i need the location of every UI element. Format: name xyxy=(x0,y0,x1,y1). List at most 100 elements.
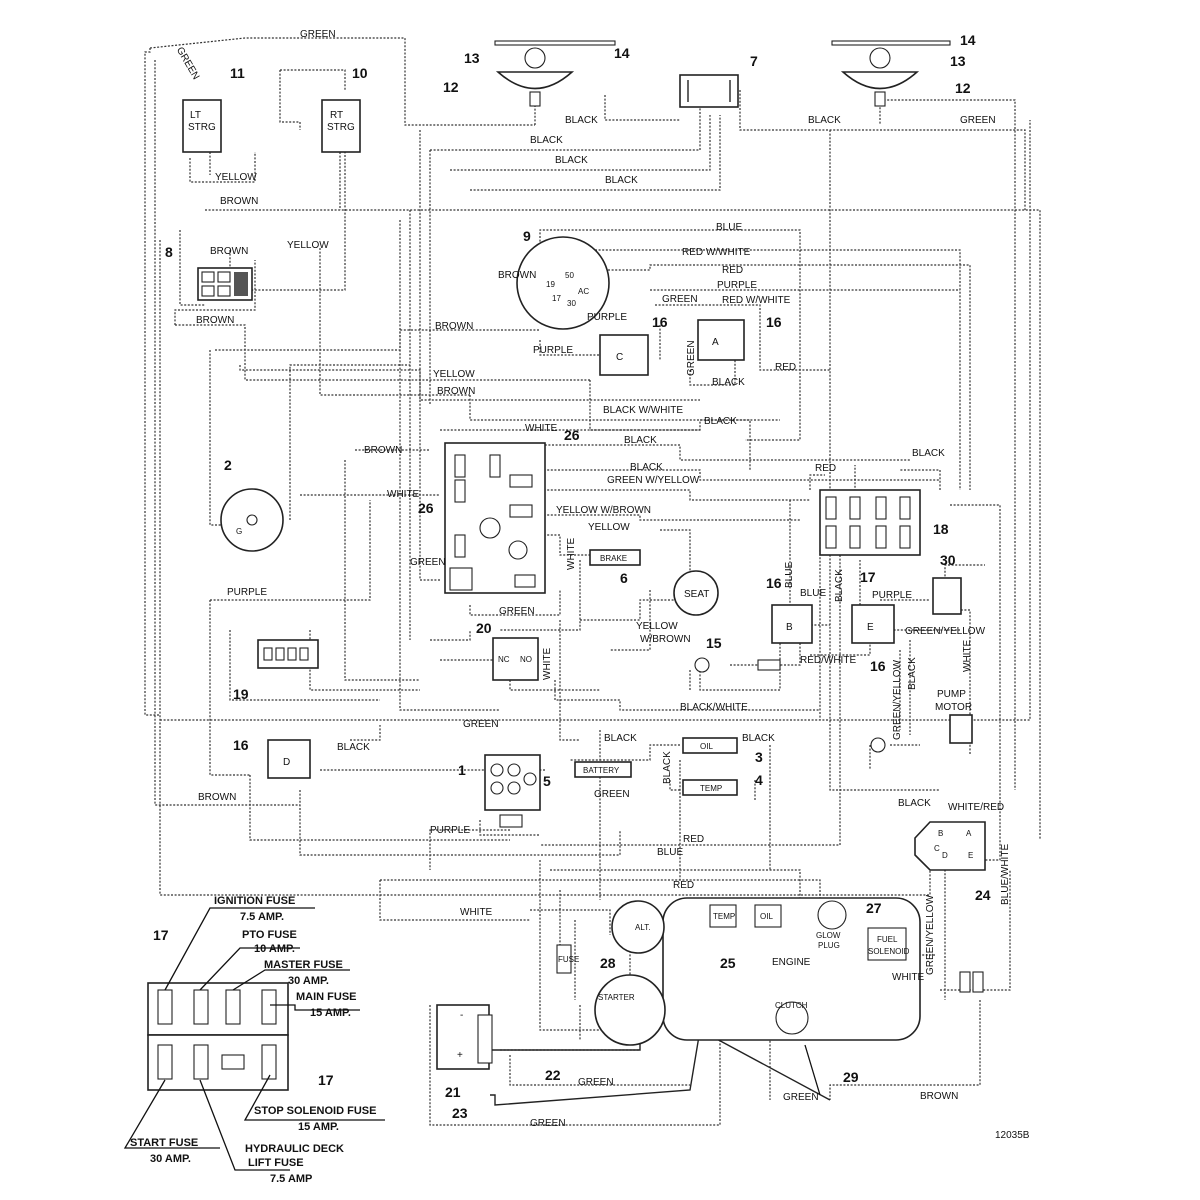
control-module-26 xyxy=(444,442,546,594)
wire-label: RED xyxy=(775,362,796,373)
rt-strg-label-1: RT xyxy=(330,110,343,121)
wire-label: BLACK xyxy=(604,733,637,744)
callout-29: 29 xyxy=(843,1069,859,1085)
main-fuse-label: MAIN FUSE xyxy=(296,991,357,1003)
wire-label: BLUE xyxy=(800,588,826,599)
battery: - + xyxy=(436,1004,493,1070)
wire-label: BLUE/WHITE xyxy=(1000,844,1011,905)
callout-16c: 16 xyxy=(766,575,782,591)
wire-label: BROWN xyxy=(196,315,234,326)
callout-4: 4 xyxy=(755,772,763,788)
relay-e-label: E xyxy=(867,622,874,633)
hydraulic-fuse-label-2: LIFT FUSE xyxy=(248,1157,304,1169)
callout-19: 19 xyxy=(233,686,249,702)
callout-12b: 12 xyxy=(955,80,971,96)
starter-motor: STARTER xyxy=(594,974,666,1046)
wire-label: WHITE xyxy=(387,489,420,500)
wire-label: GREEN xyxy=(530,1118,566,1129)
wire-label: BLACK xyxy=(624,435,657,446)
pump-motor xyxy=(949,714,973,744)
callout-16e: 16 xyxy=(233,737,249,753)
relay-24: B A C E D xyxy=(914,821,986,871)
component-30 xyxy=(932,577,962,615)
glow-label-2: PLUG xyxy=(818,941,840,950)
fuel-label-2: SOLENOID xyxy=(868,947,910,956)
wire-label: RED W/WHITE xyxy=(682,247,751,258)
engine-block: ENGINE TEMP OIL GLOW PLUG FUEL SOLENOID … xyxy=(662,897,921,1041)
relay24-pin-b: B xyxy=(938,829,943,838)
callout-1: 1 xyxy=(458,762,466,778)
temp-label: TEMP xyxy=(700,784,722,793)
wire-label: RED xyxy=(673,880,694,891)
wire-label: WHITE xyxy=(460,907,493,918)
wire-label: GREEN xyxy=(300,29,336,40)
wire-label: BLACK xyxy=(907,657,918,690)
inline-fuse-28: FUSE xyxy=(556,944,579,974)
wire-label: BROWN xyxy=(920,1091,958,1102)
stop-solenoid-fuse-label: STOP SOLENOID FUSE xyxy=(254,1105,376,1117)
wire-label: GREEN/YELLOW xyxy=(905,626,986,637)
wire-label: BROWN xyxy=(364,445,402,456)
pto-fuse-label: PTO FUSE xyxy=(242,929,297,941)
hydraulic-fuse-amp: 7.5 AMP xyxy=(270,1173,312,1185)
wire-label: BLUE xyxy=(784,562,795,588)
battery-plus: + xyxy=(457,1050,463,1061)
ignition-fuse-amp: 7.5 AMP. xyxy=(240,911,284,923)
battery-label: BATTERY xyxy=(583,766,620,775)
wire-label: BROWN xyxy=(437,386,475,397)
callout-17c: 17 xyxy=(318,1072,334,1088)
wire-label: BLACK/WHITE xyxy=(680,702,748,713)
relay-e: E xyxy=(851,604,895,644)
relay-d: D xyxy=(267,739,311,779)
wire-label: BROWN xyxy=(498,270,536,281)
wire-label: RED W/WHITE xyxy=(722,295,791,306)
main-fuse-amp: 15 AMP. xyxy=(310,1007,351,1019)
wire-label: WHITE xyxy=(525,423,558,434)
relay-b: B xyxy=(771,604,813,644)
callout-20: 20 xyxy=(476,620,492,636)
callout-27: 27 xyxy=(866,900,882,916)
alt-label: ALT. xyxy=(635,923,650,932)
switch-7 xyxy=(679,74,739,108)
wire-label: BLUE xyxy=(716,222,742,233)
callout-25: 25 xyxy=(720,955,736,971)
stop-solenoid-fuse-amp: 15 AMP. xyxy=(298,1121,339,1133)
wire-label: GREEN xyxy=(174,45,201,81)
fuse-legend-labels: IGNITION FUSE 7.5 AMP. PTO FUSE 10 AMP. … xyxy=(130,895,376,1185)
clutch-label: CLUTCH xyxy=(775,1001,808,1010)
wire-label: PURPLE xyxy=(587,312,627,323)
wire-label: BLUE xyxy=(657,847,683,858)
no-label: NO xyxy=(520,655,532,664)
lt-strg-switch: LT STRG xyxy=(182,99,222,153)
wire-label: YELLOW W/BROWN xyxy=(556,505,651,516)
callout-numbers: 11 10 13 14 12 7 14 13 12 9 8 16 16 26 2… xyxy=(153,32,991,1121)
wire-label: BLACK xyxy=(834,569,845,602)
wire-label: BLACK xyxy=(808,115,841,126)
fuse28-label: FUSE xyxy=(558,955,579,964)
master-fuse-label: MASTER FUSE xyxy=(264,959,343,971)
relay24-pin-d: D xyxy=(942,851,948,860)
wire-label: YELLOW xyxy=(433,369,475,380)
headlight-right xyxy=(831,40,951,107)
headlight-left xyxy=(494,40,616,107)
wire-label: BROWN xyxy=(198,792,236,803)
callout-14b: 14 xyxy=(960,32,976,48)
relay-c: C xyxy=(599,334,649,376)
callout-16b: 16 xyxy=(766,314,782,330)
oil-label: OIL xyxy=(700,742,713,751)
wire-label: WHITE xyxy=(962,639,973,672)
wire-label: BLACK xyxy=(662,751,673,784)
ign-pin-17: 17 xyxy=(552,294,561,303)
starter-label: STARTER xyxy=(598,993,635,1002)
glow-label-1: GLOW xyxy=(816,931,841,940)
switch-2: G xyxy=(220,488,284,552)
relay24-pin-e: E xyxy=(968,851,973,860)
wire-label: BLACK xyxy=(898,798,931,809)
wire-label: BROWN xyxy=(435,321,473,332)
wire-label: BLACK xyxy=(565,115,598,126)
wire-label: GREEN xyxy=(594,789,630,800)
wire-label: YELLOW xyxy=(636,621,678,632)
callout-8: 8 xyxy=(165,244,173,260)
